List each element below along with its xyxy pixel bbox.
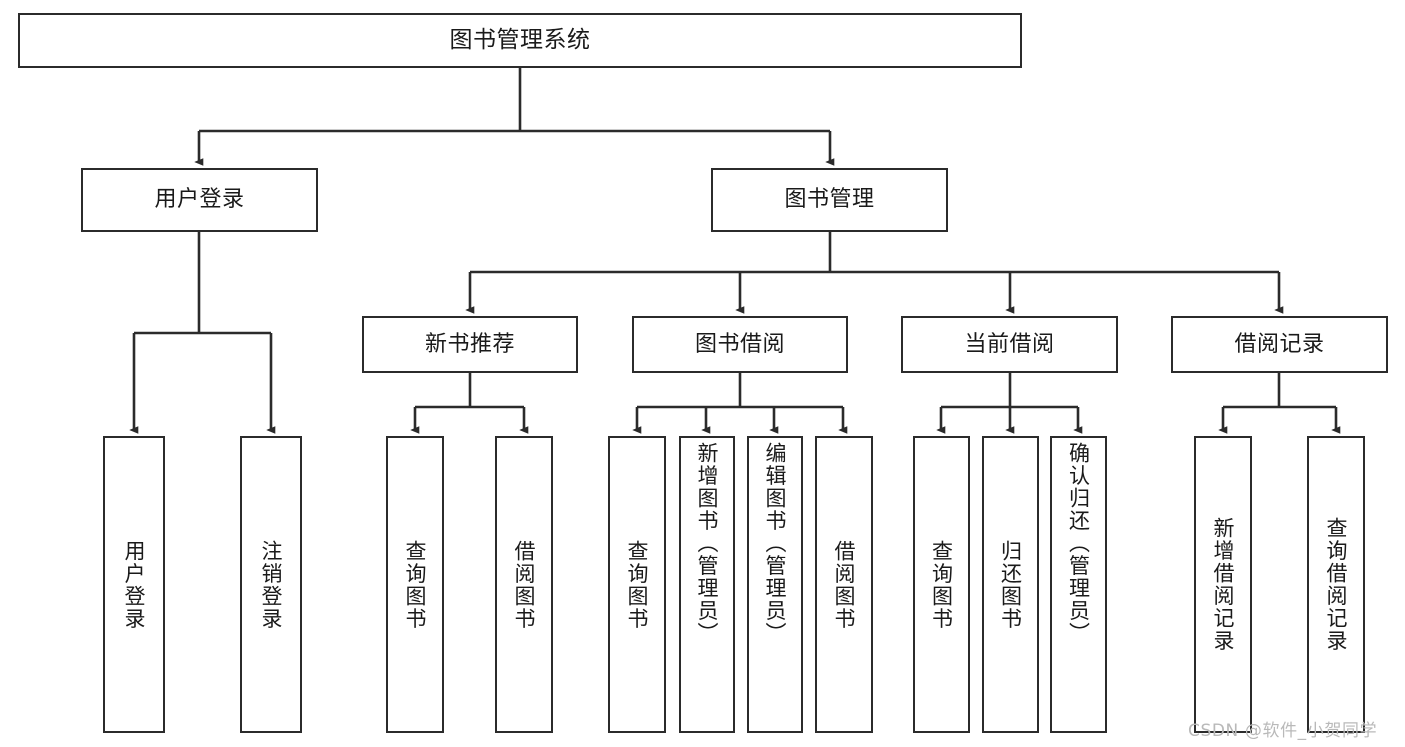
node-label: 图书管理 <box>784 187 875 213</box>
node-label: 当前借阅 <box>964 331 1055 357</box>
leaf-query-borrowing-record[interactable]: 查询借阅记录 <box>1307 436 1365 733</box>
node-label: 用户登录 <box>154 187 245 213</box>
leaf-logout[interactable]: 注销登录 <box>240 436 302 733</box>
node-new-book-recommendation[interactable]: 新书推荐 <box>362 316 578 373</box>
leaf-user-login[interactable]: 用户登录 <box>103 436 165 733</box>
leaf-borrow-book-borrowing[interactable]: 借阅图书 <box>815 436 873 733</box>
node-root-book-management-system[interactable]: 图书管理系统 <box>18 13 1022 68</box>
csdn-watermark: CSDN @软件_小贺同学 <box>1188 721 1378 741</box>
node-book-management[interactable]: 图书管理 <box>711 168 948 232</box>
leaf-edit-book-admin[interactable]: 编辑图书（管理员） <box>747 436 803 733</box>
node-label: 图书借阅 <box>694 331 785 357</box>
leaf-query-book-recommendation[interactable]: 查询图书 <box>386 436 444 733</box>
node-label: 查询借阅记录 <box>1324 517 1349 652</box>
node-current-borrowing[interactable]: 当前借阅 <box>901 316 1118 373</box>
node-label: 归还图书 <box>998 539 1023 630</box>
leaf-add-borrowing-record[interactable]: 新增借阅记录 <box>1194 436 1252 733</box>
node-label: 查询图书 <box>929 539 954 630</box>
leaf-query-book-current[interactable]: 查询图书 <box>913 436 970 733</box>
leaf-confirm-return-admin[interactable]: 确认归还（管理员） <box>1050 436 1107 733</box>
node-book-borrowing[interactable]: 图书借阅 <box>632 316 848 373</box>
node-label: 用户登录 <box>122 539 147 630</box>
node-borrowing-record[interactable]: 借阅记录 <box>1171 316 1388 373</box>
node-label: 借阅图书 <box>832 539 857 630</box>
node-label: 新增图书（管理员） <box>695 442 720 645</box>
leaf-return-book[interactable]: 归还图书 <box>982 436 1039 733</box>
leaf-add-book-admin[interactable]: 新增图书（管理员） <box>679 436 735 733</box>
node-label: 借阅记录 <box>1234 331 1325 357</box>
node-label: 注销登录 <box>259 539 284 630</box>
node-label: 查询图书 <box>625 539 650 630</box>
node-label: 新增借阅记录 <box>1211 517 1236 652</box>
node-label: 图书管理系统 <box>449 26 591 53</box>
node-label: 编辑图书（管理员） <box>763 442 788 645</box>
leaf-borrow-book-recommendation[interactable]: 借阅图书 <box>495 436 553 733</box>
node-label: 查询图书 <box>403 539 428 630</box>
node-label: 新书推荐 <box>424 331 515 357</box>
leaf-query-book-borrowing[interactable]: 查询图书 <box>608 436 666 733</box>
node-label: 确认归还（管理员） <box>1066 442 1091 645</box>
node-label: 借阅图书 <box>512 539 537 630</box>
node-user-login[interactable]: 用户登录 <box>81 168 318 232</box>
